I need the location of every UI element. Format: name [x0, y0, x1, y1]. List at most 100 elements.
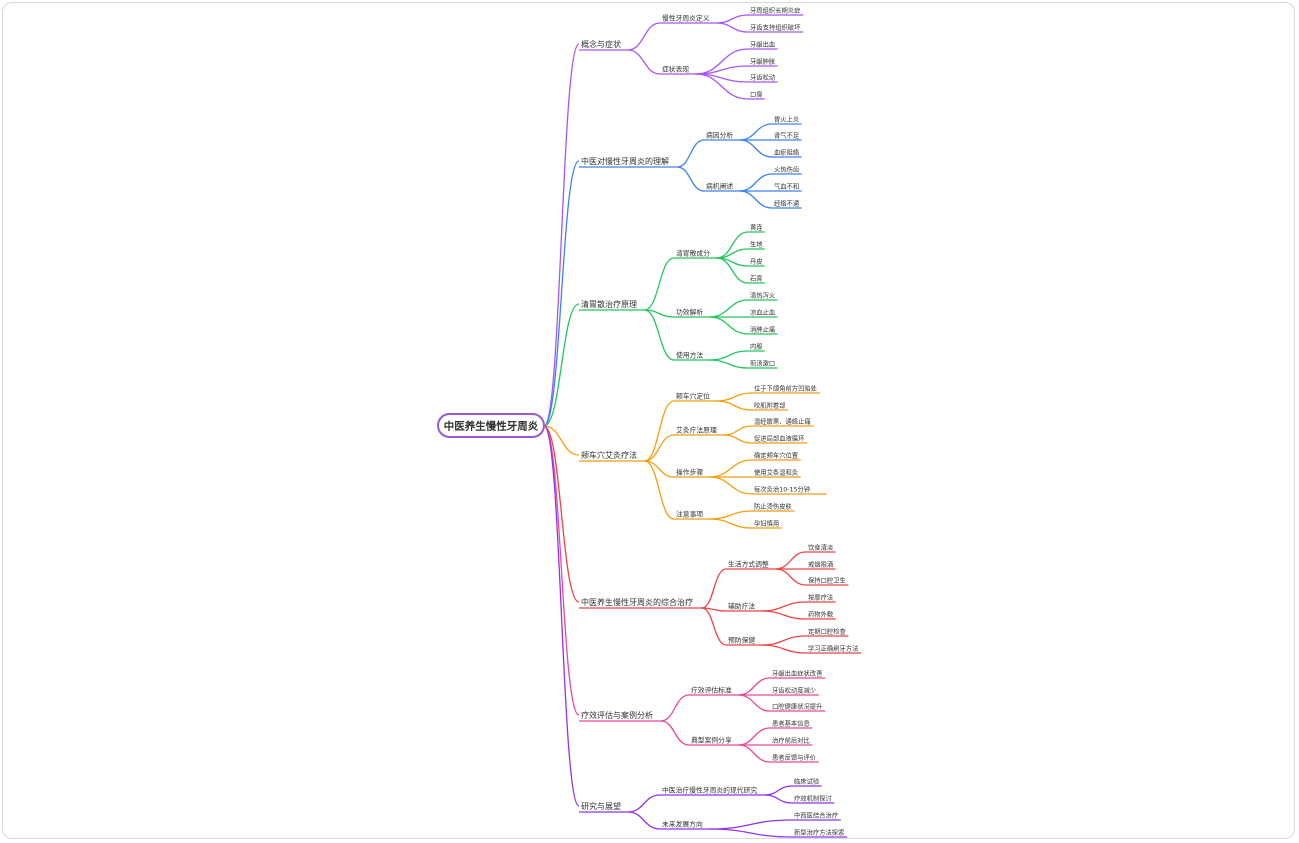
leaf-node[interactable]: 防止烫伤皮肤 [754, 502, 792, 511]
leaf-node[interactable]: 中西医结合治疗 [794, 811, 839, 820]
leaf-node[interactable]: 新型治疗方法探索 [794, 828, 844, 837]
mind-map-nodes: 中医养生慢性牙周炎 概念与症状 慢性牙周炎定义 牙周组织长期炎症牙齿支持组织破坏症状… [437, 6, 858, 837]
edge-subtopic-to-leaf [761, 610, 807, 620]
edge-subtopic-to-leaf [709, 316, 749, 335]
subtopic-node[interactable]: 病机阐述 [706, 182, 733, 191]
edge-subtopic-to-leaf [738, 744, 771, 763]
leaf-node[interactable]: 牙齿松动度减少 [772, 686, 816, 695]
leaf-node[interactable]: 治疗前后对比 [772, 736, 810, 745]
branch-node[interactable]: 中医养生慢性牙周炎的综合治疗 [581, 597, 693, 607]
subtopic-node[interactable]: 生活方式调整 [728, 560, 769, 569]
leaf-node[interactable]: 患者反馈与评价 [772, 753, 817, 762]
edge-subtopic-to-leaf [738, 677, 771, 696]
branch-node[interactable]: 概念与症状 [581, 39, 621, 49]
leaf-node[interactable]: 石膏 [750, 274, 763, 283]
leaf-node[interactable]: 口臭 [750, 90, 763, 99]
branch-node[interactable]: 中医对慢性牙周炎的理解 [581, 156, 669, 166]
leaf-node[interactable]: 经络不通 [774, 199, 800, 208]
subtopic-node[interactable]: 预防保健 [728, 636, 755, 645]
root-node[interactable]: 中医养生慢性牙周炎 [444, 420, 539, 433]
leaf-node[interactable]: 牙龈出血症状改善 [772, 669, 822, 678]
leaf-node[interactable]: 牙龈出血 [750, 40, 776, 49]
leaf-node[interactable]: 戒烟限酒 [808, 560, 834, 569]
edge-subtopic-to-leaf [716, 392, 753, 402]
leaf-node[interactable]: 血瘀阻络 [774, 148, 800, 157]
edge-subtopic-to-leaf [761, 601, 807, 612]
leaf-node[interactable]: 每次灸治10-15分钟 [754, 485, 810, 494]
branch-node[interactable]: 颊车穴艾灸疗法 [581, 450, 637, 460]
leaf-node[interactable]: 胃火上炎 [774, 115, 800, 124]
subtopic-node[interactable]: 注意事项 [676, 510, 703, 519]
edge-branch-to-subtopic [701, 568, 727, 609]
subtopic-node[interactable]: 中医治疗慢性牙周炎的现代研究 [662, 786, 757, 795]
subtopic-node[interactable]: 典型案例分享 [691, 736, 732, 745]
subtopic-node[interactable]: 清胃散成分 [676, 249, 710, 258]
subtopic-node[interactable]: 慢性牙周炎定义 [662, 14, 710, 23]
leaf-node[interactable]: 消肿止痛 [750, 325, 775, 334]
leaf-node[interactable]: 肾气不足 [774, 131, 800, 140]
leaf-node[interactable]: 清热泻火 [750, 291, 776, 300]
leaf-node[interactable]: 气血不和 [774, 182, 799, 191]
leaf-node[interactable]: 咬肌附着部 [754, 401, 785, 410]
leaf-node[interactable]: 按摩疗法 [808, 593, 833, 602]
mind-map-edges [543, 14, 862, 838]
leaf-node[interactable]: 疗效机制探讨 [794, 794, 832, 803]
subtopic-node[interactable]: 使用方法 [676, 351, 703, 360]
edge-branch-to-subtopic [627, 811, 661, 830]
subtopic-node[interactable]: 辅助疗法 [728, 602, 755, 611]
root-node-box[interactable] [437, 413, 545, 438]
edge-subtopic-to-leaf [709, 828, 793, 838]
leaf-node[interactable]: 孕妇慎用 [754, 519, 779, 528]
subtopic-node[interactable]: 症状表现 [662, 65, 689, 74]
leaf-node[interactable]: 确定颊车穴位置 [754, 451, 798, 460]
leaf-node[interactable]: 牙齿支持组织破坏 [750, 23, 801, 32]
subtopic-node[interactable]: 功效解析 [676, 308, 703, 317]
branch-node[interactable]: 研究与展望 [581, 801, 621, 811]
edge-root-to-branch [543, 425, 580, 603]
subtopic-node[interactable]: 艾灸疗法原理 [676, 426, 717, 435]
leaf-node[interactable]: 促进局部血液循环 [754, 434, 804, 443]
edge-subtopic-to-leaf [709, 518, 753, 529]
leaf-node[interactable]: 牙齿松动 [750, 73, 775, 82]
edge-subtopic-to-leaf [723, 425, 753, 436]
edge-subtopic-to-leaf [709, 510, 753, 520]
leaf-node[interactable]: 凉血止血 [750, 308, 776, 317]
branch-node[interactable]: 清胃散治疗原理 [581, 299, 637, 309]
leaf-node[interactable]: 生地 [750, 240, 763, 249]
leaf-node[interactable]: 保持口腔卫生 [808, 576, 846, 585]
leaf-node[interactable]: 药物外敷 [808, 610, 834, 619]
edge-subtopic-to-leaf [739, 139, 773, 158]
leaf-node[interactable]: 牙周组织长期炎症 [750, 6, 801, 15]
edge-branch-to-subtopic [627, 22, 661, 51]
edge-root-to-branch [543, 425, 580, 456]
leaf-node[interactable]: 煎汤漱口 [750, 359, 775, 368]
subtopic-node[interactable]: 颊车穴定位 [676, 392, 710, 401]
leaf-node[interactable]: 丹皮 [750, 257, 763, 266]
leaf-node[interactable]: 临床试验 [794, 777, 820, 786]
leaf-node[interactable]: 位于下颌角前方凹陷处 [754, 384, 818, 393]
edge-root-to-branch [543, 43, 580, 427]
edge-subtopic-to-leaf [716, 400, 753, 411]
subtopic-node[interactable]: 操作步骤 [676, 468, 703, 477]
leaf-node[interactable]: 黄连 [750, 223, 763, 232]
leaf-node[interactable]: 饮食清淡 [808, 543, 834, 552]
leaf-node[interactable]: 使用艾条温和灸 [754, 468, 799, 477]
edge-branch-to-subtopic [677, 166, 705, 192]
leaf-node[interactable]: 定期口腔检查 [808, 627, 846, 636]
leaf-node[interactable]: 内服 [750, 342, 763, 351]
subtopic-node[interactable]: 病因分析 [706, 131, 733, 140]
leaf-node[interactable]: 学习正确刷牙方法 [808, 644, 858, 653]
leaf-node[interactable]: 火热伤齿 [774, 165, 799, 174]
leaf-node[interactable]: 患者基本信息 [772, 719, 810, 728]
leaf-node[interactable]: 牙龈肿胀 [750, 57, 776, 66]
edge-subtopic-to-leaf [716, 22, 749, 33]
edge-branch-to-subtopic [644, 400, 675, 462]
subtopic-node[interactable]: 疗效评估标准 [691, 686, 732, 695]
branch-node[interactable]: 疗效评估与案例分析 [581, 710, 653, 720]
edge-subtopic-to-leaf [739, 123, 773, 141]
leaf-node[interactable]: 温经散寒、通络止痛 [754, 417, 811, 426]
leaf-node[interactable]: 口腔健康状况提升 [772, 702, 822, 711]
edge-subtopic-to-leaf [723, 434, 753, 444]
subtopic-node[interactable]: 未来发展方向 [662, 820, 703, 829]
